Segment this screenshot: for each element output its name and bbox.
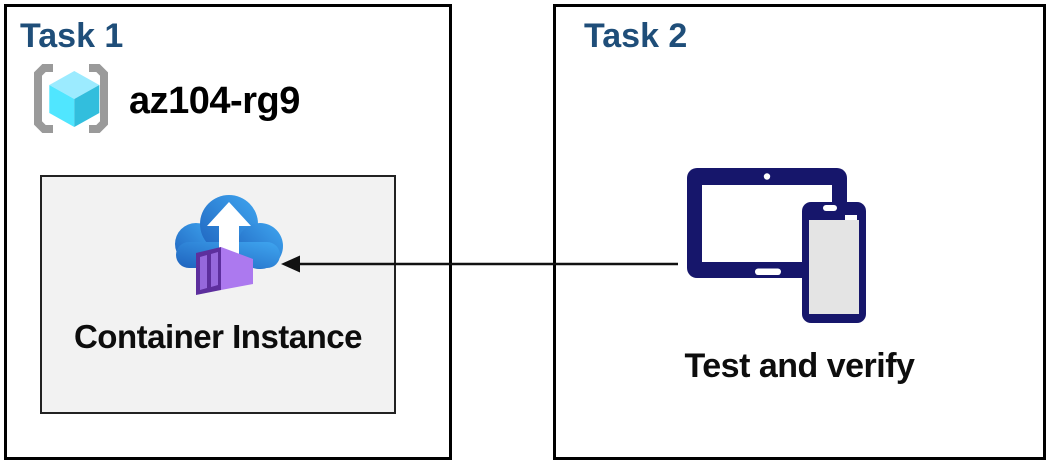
right-bracket-icon	[89, 64, 108, 133]
upload-arrow-icon	[207, 202, 251, 254]
connector-arrow	[281, 255, 678, 273]
left-bracket-icon	[34, 64, 53, 133]
cube-icon	[49, 71, 100, 127]
test-and-verify-label: Test and verify	[684, 347, 915, 385]
devices-icon	[687, 168, 866, 323]
arrowhead-left-icon	[281, 255, 300, 273]
resource-group-name: az104-rg9	[129, 80, 300, 122]
container-box-icon	[196, 247, 253, 295]
container-instance-icon	[175, 195, 283, 295]
resource-group-icon	[34, 64, 108, 133]
task2-title: Task 2	[584, 17, 688, 55]
task1-title: Task 1	[20, 17, 124, 55]
container-instance-label: Container Instance	[73, 318, 363, 355]
phone-icon	[802, 202, 866, 323]
